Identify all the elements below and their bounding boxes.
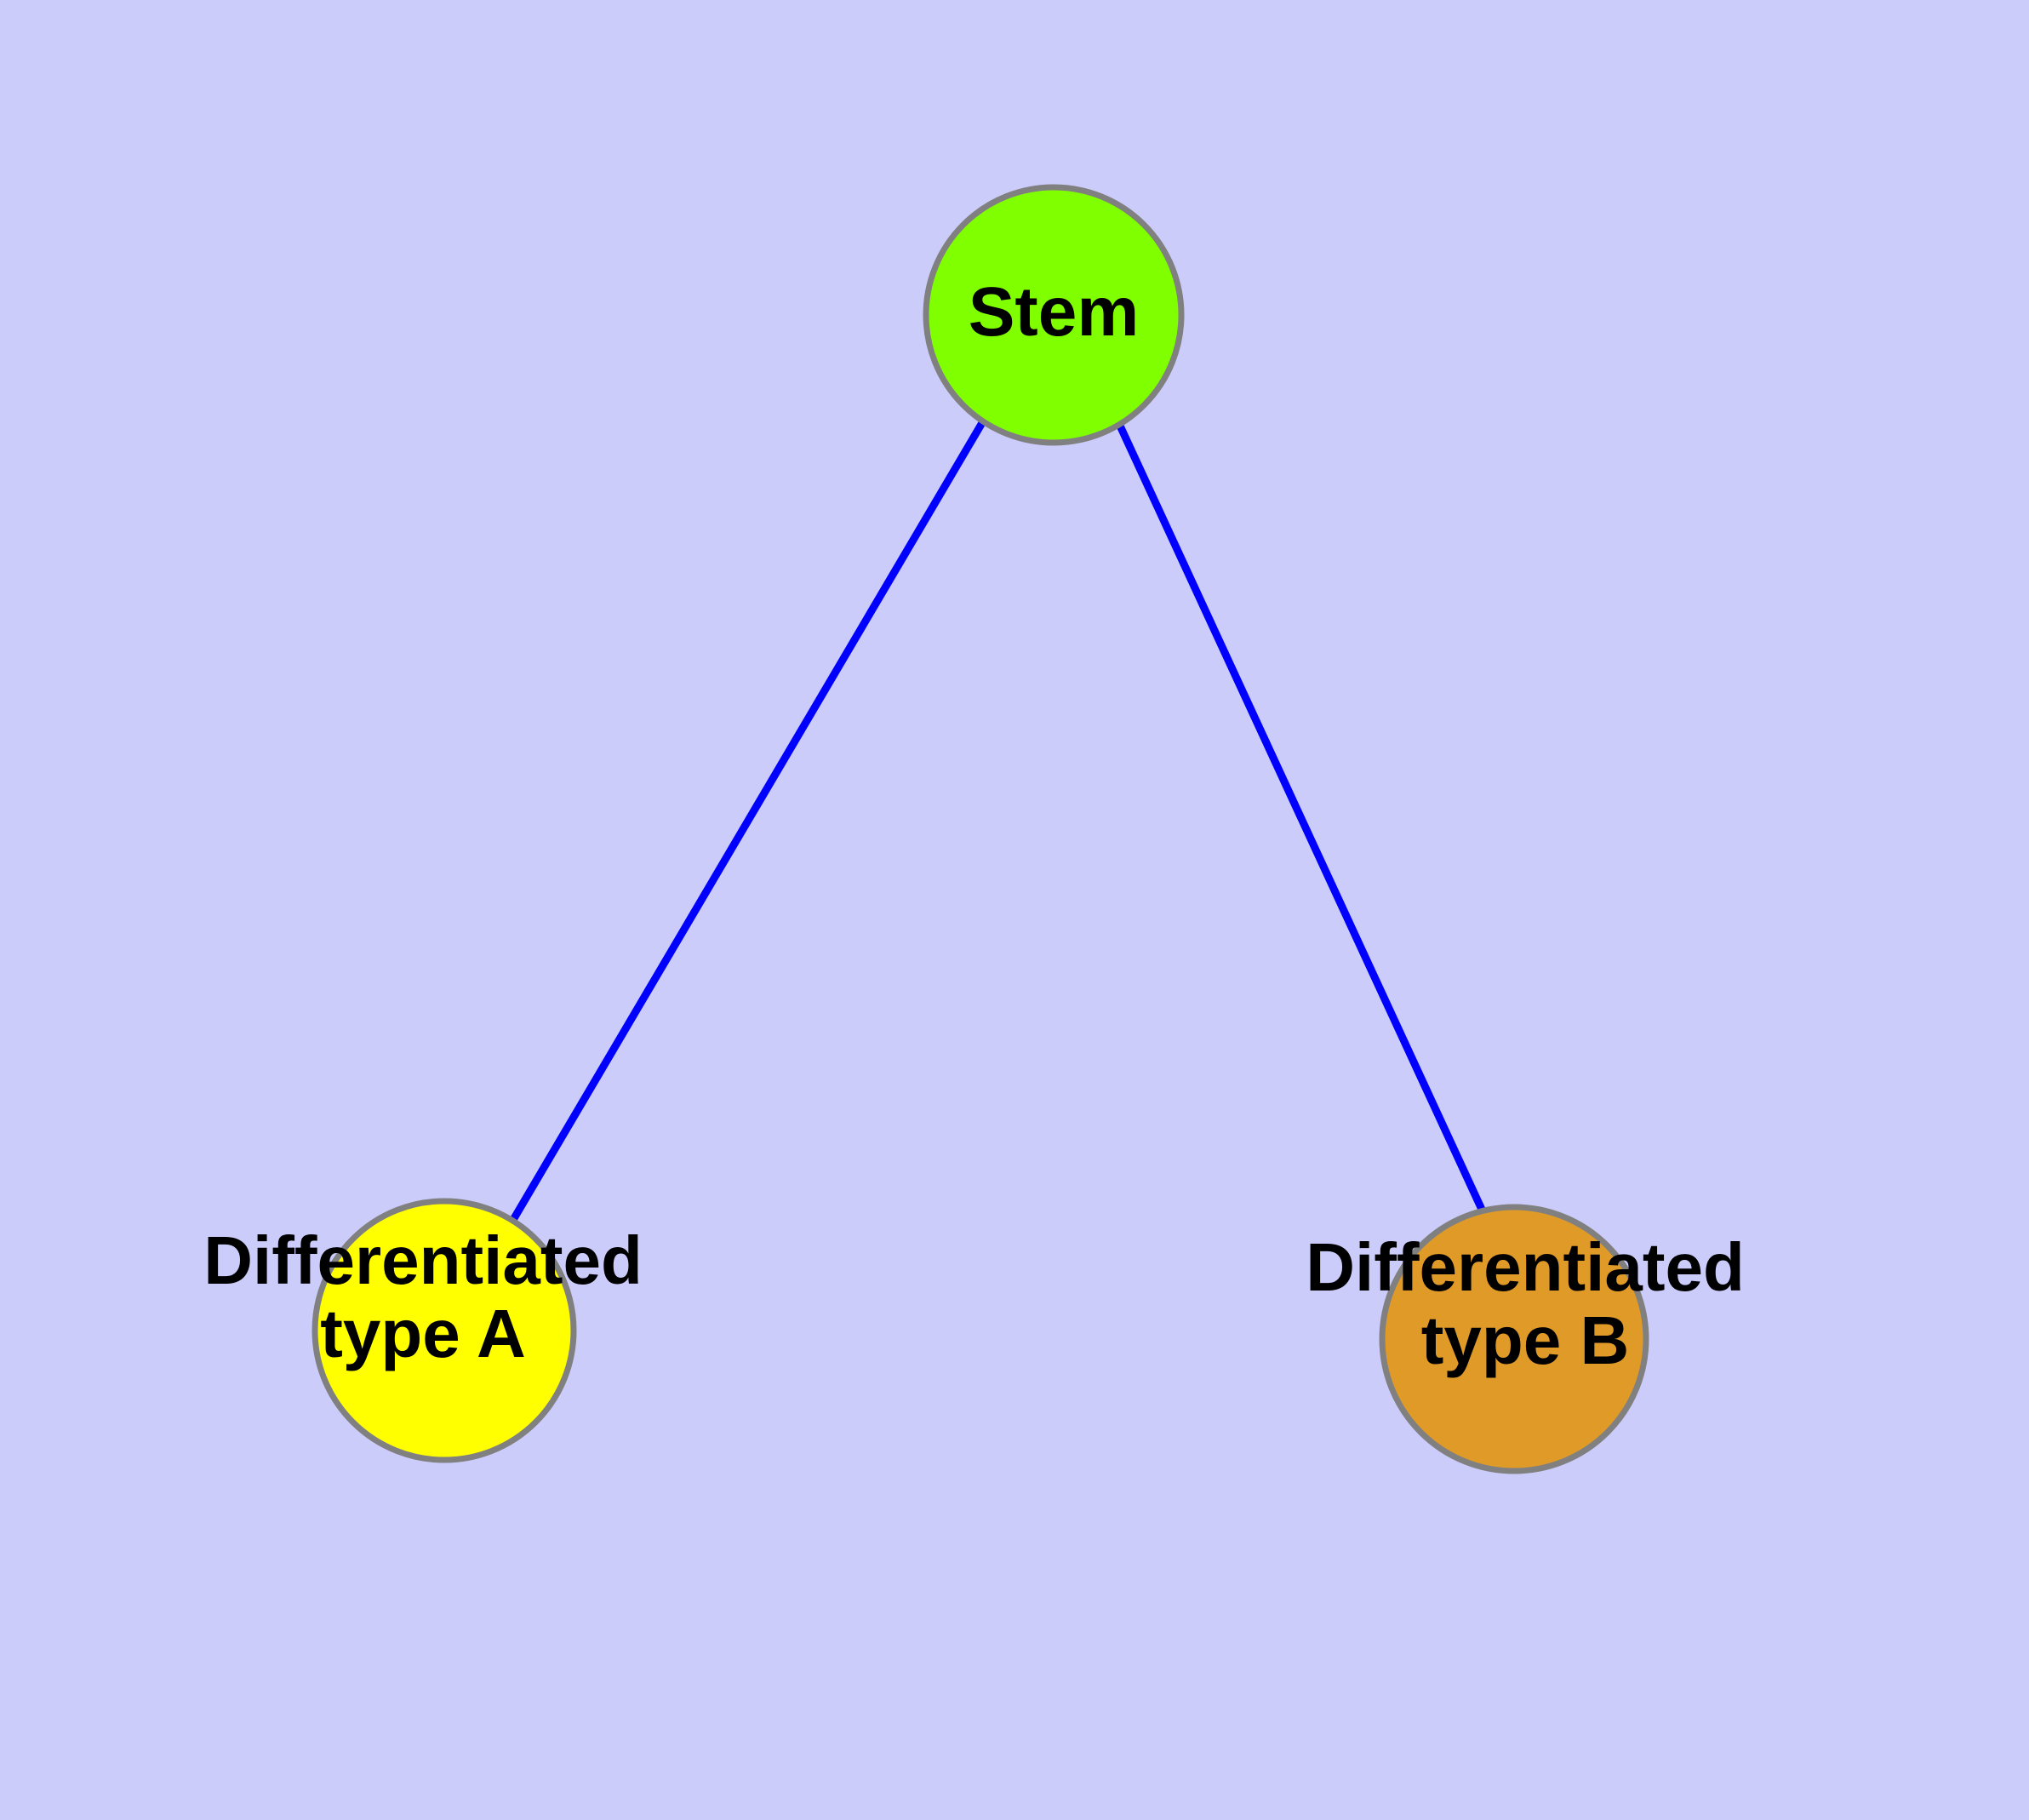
nodes-layer bbox=[311, 184, 1649, 1474]
node-stem-label: Stem bbox=[969, 273, 1140, 351]
node-differentiated-type-b-circle[interactable] bbox=[1379, 1204, 1649, 1474]
node-differentiated-type-a-circle[interactable] bbox=[311, 1198, 577, 1463]
edge-stem-to-differentiated-type-a[interactable] bbox=[507, 419, 986, 1227]
edge-stem-to-differentiated-type-b[interactable] bbox=[1115, 422, 1493, 1226]
node-label-line: Differentiated bbox=[203, 1222, 643, 1298]
node-label-line: Differentiated bbox=[1306, 1229, 1745, 1305]
node-stem-circle[interactable] bbox=[923, 184, 1185, 446]
edges-layer bbox=[507, 419, 1493, 1227]
node-label-line: type A bbox=[320, 1296, 526, 1371]
node-label-line: type B bbox=[1421, 1302, 1630, 1378]
node-label-line: Stem bbox=[969, 273, 1140, 351]
